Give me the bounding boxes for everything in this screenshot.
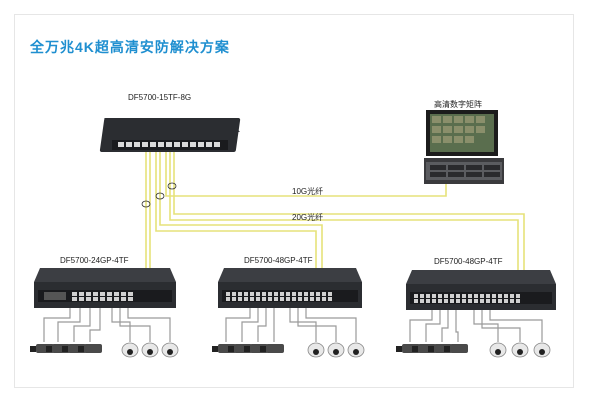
fiber-to-switch-2a [159, 152, 323, 268]
fiber-bundle-ring [141, 200, 151, 208]
fiber-to-switch-3a [169, 152, 519, 270]
matrix-label: 高清数字矩阵 [434, 100, 482, 109]
ethernet-cables [43, 308, 543, 342]
access-switch-device-2 [218, 268, 362, 308]
fiber-bundle-ring [167, 182, 177, 190]
dome-camera-icon [121, 342, 551, 358]
fiber-bundle-ring [155, 192, 165, 200]
access-switch-device-1 [34, 268, 176, 308]
fiber-to-switch-2b [155, 152, 317, 268]
bullet-camera-icon [30, 344, 468, 353]
access-switch-device-3 [406, 270, 556, 310]
fiber-20g-label: 20G光纤 [292, 213, 324, 222]
core-switch-label: DF5700-15TF-8G [128, 93, 192, 102]
page-title: 全万兆4K超高清安防解决方案 [30, 39, 230, 55]
content-frame [14, 14, 574, 388]
access-switch-label-1: DF5700-24GP-4TF [60, 256, 129, 265]
fiber-10g-label: 10G光纤 [292, 187, 324, 196]
matrix-device [424, 110, 504, 184]
fiber-to-matrix [165, 152, 447, 197]
access-switch-label-2: DF5700-48GP-4TF [244, 256, 313, 265]
access-switch-label-3: DF5700-48GP-4TF [434, 257, 503, 266]
core-switch-device [99, 118, 241, 152]
